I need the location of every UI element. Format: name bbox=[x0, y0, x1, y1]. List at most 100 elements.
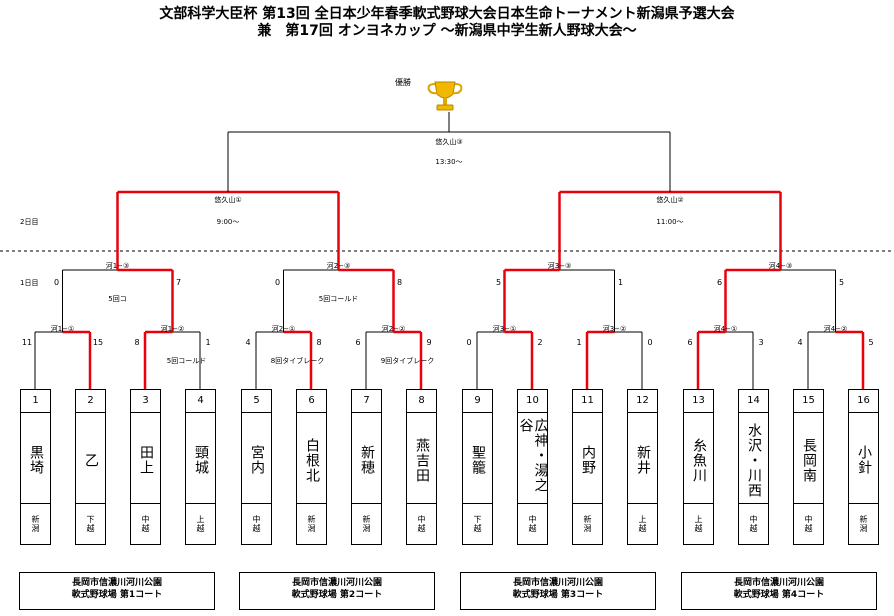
team-name: 水沢・川西 bbox=[746, 422, 762, 498]
sf-time-2: 11:00〜 bbox=[656, 218, 684, 226]
team-name: 黒埼 bbox=[28, 445, 44, 475]
r1-label-1: 河1−① bbox=[50, 325, 75, 333]
r1-right-score-6: 0 bbox=[647, 338, 653, 347]
qf-right-score-1: 7 bbox=[175, 278, 182, 287]
sf-venue-2: 悠久山② bbox=[656, 196, 684, 204]
r1-right-score-4: 9 bbox=[426, 338, 432, 347]
team-box: 6 白根北新潟 bbox=[296, 389, 327, 545]
r1-left-score-5: 0 bbox=[466, 338, 472, 347]
venue-box: 長岡市信濃川河川公園軟式野球場 第1コート bbox=[19, 572, 215, 610]
team-number: 2 bbox=[76, 390, 105, 413]
venue-box: 長岡市信濃川河川公園軟式野球場 第2コート bbox=[239, 572, 435, 610]
team-region: 中越 bbox=[131, 503, 160, 544]
r1-left-score-4: 6 bbox=[355, 338, 361, 347]
team-region: 中越 bbox=[242, 503, 271, 544]
venue-line-2: 軟式野球場 第1コート bbox=[71, 590, 163, 600]
team-region: 上越 bbox=[186, 503, 215, 544]
sf-time-1: 9:00〜 bbox=[216, 218, 240, 226]
team-region: 下越 bbox=[463, 503, 492, 544]
team-number: 6 bbox=[297, 390, 326, 413]
final-time: 13:30〜 bbox=[435, 158, 463, 166]
team-number: 10 bbox=[518, 390, 547, 413]
r1-right-score-1: 15 bbox=[92, 338, 104, 347]
qf-right-score-2: 8 bbox=[396, 278, 403, 287]
sf-venue-1: 悠久山① bbox=[214, 196, 242, 204]
team-region: 新潟 bbox=[21, 503, 50, 544]
venue-line-1: 長岡市信濃川河川公園 bbox=[733, 578, 824, 588]
r1-left-score-1: 11 bbox=[21, 338, 33, 347]
team-name: 白根北 bbox=[304, 437, 320, 483]
venue-line-1: 長岡市信濃川河川公園 bbox=[512, 578, 603, 588]
team-region: 上越 bbox=[684, 503, 713, 544]
r1-label-2: 河1−② bbox=[160, 325, 185, 333]
team-region: 中越 bbox=[518, 503, 547, 544]
team-region: 新潟 bbox=[297, 503, 326, 544]
qf-right-score-3: 1 bbox=[617, 278, 624, 287]
team-name: 聖籠 bbox=[470, 445, 486, 475]
team-region: 中越 bbox=[739, 503, 768, 544]
r1-left-score-8: 4 bbox=[797, 338, 803, 347]
team-name: 小針 bbox=[856, 445, 872, 475]
venue-line-1: 長岡市信濃川河川公園 bbox=[71, 578, 162, 588]
team-region: 中越 bbox=[407, 503, 436, 544]
qf-note-2: 5回コールド bbox=[318, 295, 359, 303]
r1-label-8: 河4−② bbox=[823, 325, 848, 333]
venue-box: 長岡市信濃川河川公園軟式野球場 第4コート bbox=[681, 572, 877, 610]
title-line-2: 兼 第17回 オンヨネカップ 〜新潟県中学生新人野球大会〜 bbox=[257, 23, 637, 39]
r1-right-score-2: 1 bbox=[205, 338, 211, 347]
final-venue: 悠久山③ bbox=[435, 138, 463, 146]
qf-left-score-2: 0 bbox=[274, 278, 281, 287]
team-name: 新穂 bbox=[359, 445, 375, 475]
team-region: 新潟 bbox=[352, 503, 381, 544]
team-number: 12 bbox=[628, 390, 657, 413]
team-name: 新井 bbox=[635, 445, 651, 475]
team-number: 8 bbox=[407, 390, 436, 413]
qf-left-score-1: 0 bbox=[53, 278, 60, 287]
team-name: 内野 bbox=[580, 445, 596, 475]
team-name: 長岡南 bbox=[801, 437, 817, 483]
r1-label-4: 河2−② bbox=[381, 325, 406, 333]
team-name: 乙 bbox=[83, 452, 99, 468]
team-box: 7 新穂新潟 bbox=[351, 389, 382, 545]
team-region: 中越 bbox=[794, 503, 823, 544]
r1-left-score-2: 8 bbox=[134, 338, 140, 347]
title-line-1: 文部科学大臣杯 第13回 全日本少年春季軟式野球大会日本生命トーナメント新潟県予… bbox=[159, 6, 735, 22]
r1-label-5: 河3−① bbox=[492, 325, 517, 333]
r1-right-score-3: 8 bbox=[316, 338, 322, 347]
r1-left-score-6: 1 bbox=[576, 338, 582, 347]
team-box: 1 黒埼新潟 bbox=[20, 389, 51, 545]
r1-label-3: 河2−① bbox=[271, 325, 296, 333]
team-region: 上越 bbox=[628, 503, 657, 544]
team-number: 11 bbox=[573, 390, 602, 413]
qf-label-1: 河1−③ bbox=[105, 262, 130, 270]
r1-note-2: 5回コールド bbox=[166, 357, 207, 365]
team-region: 新潟 bbox=[849, 503, 878, 544]
r1-left-score-3: 4 bbox=[245, 338, 251, 347]
team-number: 7 bbox=[352, 390, 381, 413]
r1-note-4: 9回タイブレーク bbox=[380, 357, 435, 365]
team-number: 1 bbox=[21, 390, 50, 413]
team-name: 頸城 bbox=[193, 445, 209, 475]
day1-label: 1日目 bbox=[20, 279, 39, 287]
r1-right-score-5: 2 bbox=[537, 338, 543, 347]
team-box: 10 広神・湯之谷中越 bbox=[517, 389, 549, 545]
r1-right-score-8: 5 bbox=[868, 338, 874, 347]
qf-left-score-4: 6 bbox=[716, 278, 723, 287]
qf-note-1: 5回コ bbox=[108, 295, 127, 303]
team-box: 12 新井上越 bbox=[627, 389, 658, 545]
venue-line-2: 軟式野球場 第2コート bbox=[291, 590, 383, 600]
day2-label: 2日目 bbox=[20, 218, 39, 226]
team-number: 16 bbox=[849, 390, 878, 413]
qf-left-score-3: 5 bbox=[495, 278, 502, 287]
team-number: 5 bbox=[242, 390, 271, 413]
r1-label-7: 河4−① bbox=[713, 325, 738, 333]
team-name: 広神・湯之谷 bbox=[517, 418, 549, 493]
team-region: 新潟 bbox=[573, 503, 602, 544]
team-box: 11 内野新潟 bbox=[572, 389, 603, 545]
